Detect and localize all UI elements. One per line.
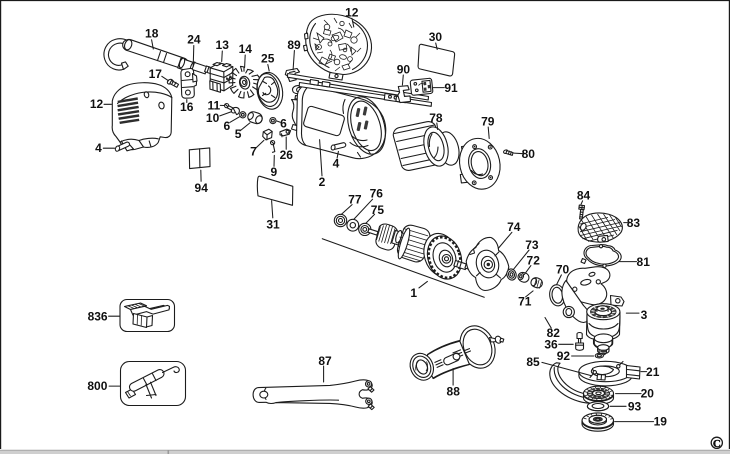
svg-text:84: 84 bbox=[577, 189, 591, 203]
svg-text:5: 5 bbox=[235, 127, 242, 141]
svg-text:91: 91 bbox=[444, 81, 458, 95]
svg-text:30: 30 bbox=[429, 30, 443, 44]
svg-text:89: 89 bbox=[287, 38, 301, 52]
svg-text:3: 3 bbox=[641, 308, 648, 322]
svg-text:7: 7 bbox=[250, 144, 257, 158]
svg-text:83: 83 bbox=[627, 216, 641, 230]
svg-text:81: 81 bbox=[637, 255, 651, 269]
svg-text:12: 12 bbox=[345, 6, 359, 20]
svg-text:C: C bbox=[713, 438, 721, 450]
svg-text:70: 70 bbox=[556, 262, 570, 276]
svg-text:4: 4 bbox=[95, 141, 102, 155]
svg-text:19: 19 bbox=[654, 415, 668, 429]
svg-text:79: 79 bbox=[481, 114, 495, 128]
svg-text:75: 75 bbox=[371, 203, 385, 217]
svg-text:31: 31 bbox=[266, 218, 280, 232]
svg-text:6: 6 bbox=[280, 116, 287, 130]
svg-text:87: 87 bbox=[318, 354, 332, 368]
svg-text:800: 800 bbox=[87, 379, 107, 393]
svg-text:1: 1 bbox=[410, 286, 417, 300]
svg-text:72: 72 bbox=[527, 254, 541, 268]
svg-text:85: 85 bbox=[526, 355, 540, 369]
svg-text:73: 73 bbox=[525, 238, 539, 252]
svg-text:21: 21 bbox=[646, 365, 660, 379]
svg-text:836: 836 bbox=[88, 309, 108, 323]
svg-text:76: 76 bbox=[370, 187, 384, 201]
svg-text:9: 9 bbox=[271, 165, 278, 179]
svg-text:6: 6 bbox=[223, 119, 230, 133]
svg-text:78: 78 bbox=[429, 111, 443, 125]
svg-text:82: 82 bbox=[547, 326, 561, 340]
svg-text:94: 94 bbox=[195, 181, 209, 195]
svg-text:24: 24 bbox=[187, 32, 201, 46]
svg-text:93: 93 bbox=[628, 400, 642, 414]
svg-text:90: 90 bbox=[397, 62, 411, 76]
svg-text:4: 4 bbox=[333, 157, 340, 171]
svg-text:25: 25 bbox=[261, 52, 275, 66]
svg-text:12: 12 bbox=[90, 97, 104, 111]
svg-text:11: 11 bbox=[207, 98, 220, 112]
svg-text:36: 36 bbox=[544, 337, 558, 351]
svg-text:17: 17 bbox=[149, 67, 163, 81]
svg-text:26: 26 bbox=[280, 148, 294, 162]
svg-text:18: 18 bbox=[145, 27, 159, 41]
svg-text:20: 20 bbox=[641, 387, 655, 401]
svg-text:80: 80 bbox=[522, 147, 536, 161]
svg-text:77: 77 bbox=[348, 192, 362, 206]
svg-text:92: 92 bbox=[557, 349, 571, 363]
svg-text:71: 71 bbox=[518, 295, 532, 309]
svg-text:10: 10 bbox=[206, 111, 220, 125]
svg-text:13: 13 bbox=[216, 38, 230, 52]
svg-text:2: 2 bbox=[319, 175, 326, 189]
svg-text:74: 74 bbox=[507, 220, 521, 234]
svg-text:14: 14 bbox=[239, 42, 253, 56]
svg-text:16: 16 bbox=[180, 100, 194, 114]
svg-text:88: 88 bbox=[447, 385, 461, 399]
